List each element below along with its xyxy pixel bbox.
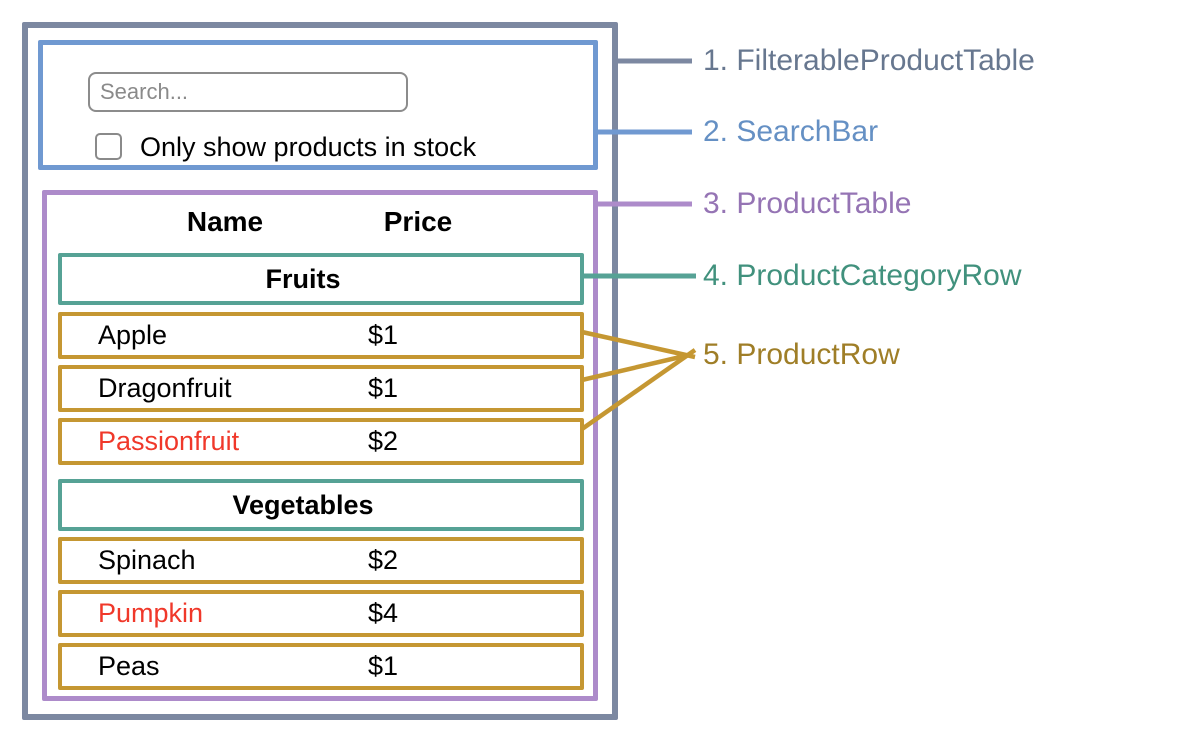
- product-name: Dragonfruit: [98, 373, 232, 403]
- product-row-pumpkin: Pumpkin $4: [58, 590, 584, 637]
- product-name-out-of-stock: Passionfruit: [98, 426, 240, 456]
- product-row-dragonfruit: Dragonfruit $1: [58, 365, 584, 412]
- in-stock-checkbox[interactable]: [95, 133, 122, 160]
- in-stock-checkbox-label: Only show products in stock: [140, 132, 477, 162]
- product-price: $2: [368, 426, 399, 456]
- product-price: $1: [368, 651, 399, 681]
- product-price: $4: [368, 598, 399, 628]
- product-name-out-of-stock: Pumpkin: [98, 598, 204, 628]
- annotation-product-category-row: 4. ProductCategoryRow: [703, 259, 1022, 292]
- product-row-spinach: Spinach $2: [58, 537, 584, 584]
- product-row-passionfruit: Passionfruit $2: [58, 418, 584, 465]
- category-row-vegetables: Vegetables: [58, 479, 584, 531]
- category-label: Fruits: [265, 263, 341, 294]
- product-price: $1: [368, 320, 399, 350]
- category-row-fruits: Fruits: [58, 253, 584, 305]
- search-input[interactable]: [88, 72, 408, 112]
- product-row-apple: Apple $1: [58, 312, 584, 359]
- column-header-name: Name: [186, 206, 264, 237]
- category-label: Vegetables: [232, 489, 374, 520]
- annotation-product-table: 3. ProductTable: [703, 187, 912, 220]
- product-name: Peas: [98, 651, 160, 681]
- column-header-price: Price: [383, 206, 453, 237]
- annotation-search-bar: 2. SearchBar: [703, 115, 879, 148]
- product-name: Spinach: [98, 545, 196, 575]
- product-price: $1: [368, 373, 399, 403]
- product-row-peas: Peas $1: [58, 643, 584, 690]
- annotation-filterable-product-table: 1. FilterableProductTable: [703, 44, 1035, 77]
- product-price: $2: [368, 545, 399, 575]
- annotation-product-row: 5. ProductRow: [703, 338, 900, 371]
- product-name: Apple: [98, 320, 168, 350]
